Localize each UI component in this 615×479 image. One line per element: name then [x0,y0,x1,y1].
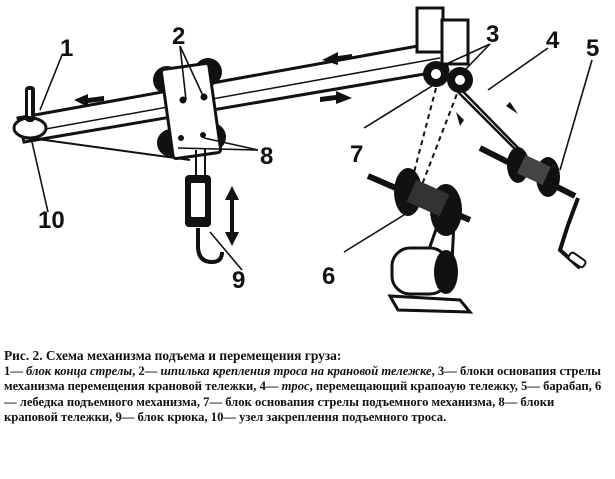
caption-item-10: 10— узел закреплення подъемного троса. [210,410,447,425]
caption-item-4: 4— трос, перемещающий крапоаую тележку, [259,379,518,394]
leader-lines [31,43,593,271]
label-4: 4 [546,27,560,54]
caption-item-3: 3— блоки основапия стрелы механизма пере… [4,363,601,394]
label-7: 7 [350,141,363,168]
label-1: 1 [60,35,73,62]
caption-item-6: 6— лебедка подъемного механизма, [4,379,602,409]
mechanism-diagram: 1 2 3 4 5 6 7 8 9 10 [12,6,599,314]
crane-trolley [153,58,226,161]
caption-item-8: 8— блоки краповой тележки, [4,394,555,425]
label-5: 5 [586,35,599,62]
caption-title: Рис. 2. Схема механизма подъема и переме… [4,348,342,363]
boom [16,40,450,144]
label-3: 3 [486,21,499,48]
figure-caption: Рис. 2. Схема механизма подъема и переме… [4,348,611,426]
caption-item-1: 1— блок конца стрелы, [4,363,136,378]
caption-item-9: 9— блок крюка, [115,410,208,425]
hoist-cable [29,71,531,191]
label-9: 9 [232,267,245,294]
hoist-winch [366,168,474,314]
label-10: 10 [38,207,65,234]
caption-item-5: 5— барабап, [521,379,592,394]
label-8: 8 [260,143,273,170]
caption-item-7: 7— блок основапия стрелы подъемного меха… [203,394,496,409]
hook-block [185,175,224,265]
caption-item-2: 2— шпилька крепления троса на крановой т… [138,363,435,378]
label-6: 6 [322,263,335,290]
motion-arrows [74,52,518,246]
drum-with-crank [478,145,587,270]
boom-end-block [12,86,48,140]
callout-labels: 1 2 3 4 5 6 7 8 9 10 [38,21,599,294]
label-2: 2 [172,23,185,50]
boom-base-blocks [415,6,473,93]
